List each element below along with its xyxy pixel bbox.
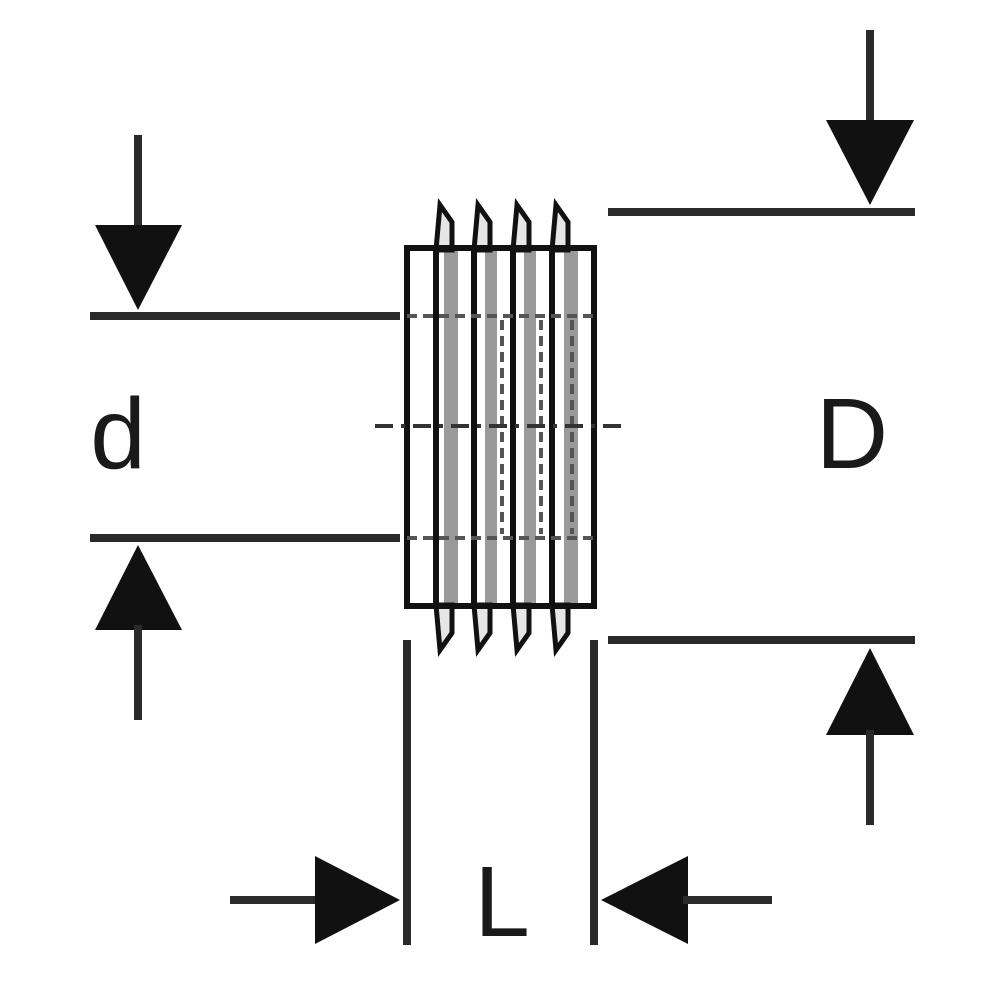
thread-crest-bottom-3 — [510, 602, 532, 658]
D-lower-arrow-head — [826, 648, 914, 735]
thread-crest-top-3 — [510, 197, 532, 253]
inner-diameter-dimension: d — [90, 135, 400, 720]
outer-diameter-dimension: D — [608, 30, 915, 825]
thread-crest-top-4 — [549, 197, 571, 253]
length-dimension: L — [230, 640, 772, 958]
D-label: D — [816, 378, 888, 490]
thread-crest-bottom-4 — [549, 602, 571, 658]
thread-crest-top-2 — [471, 197, 493, 253]
thread-crest-bottom-1 — [433, 602, 455, 658]
thread-crest-bottom-2 — [471, 602, 493, 658]
L-right-arrow-head — [601, 856, 688, 944]
thread-crest-top-1 — [433, 197, 455, 253]
D-upper-arrow-head — [826, 120, 914, 205]
d-label: d — [90, 378, 146, 490]
d-upper-arrow-head — [95, 225, 182, 310]
L-label: L — [474, 846, 530, 958]
d-lower-arrow-head — [95, 545, 182, 630]
L-left-arrow-head — [315, 856, 400, 944]
